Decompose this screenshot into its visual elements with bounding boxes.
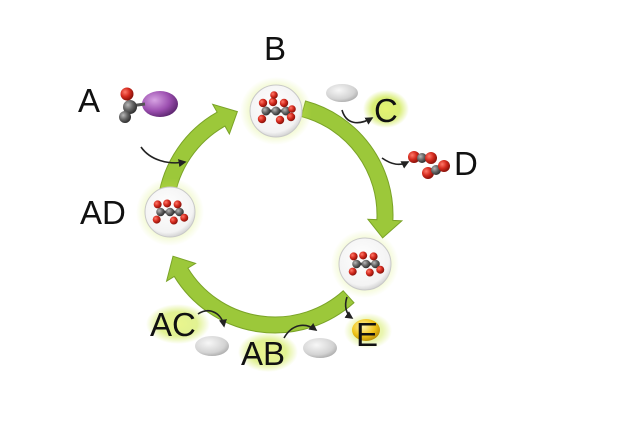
label-ac: AC bbox=[150, 306, 196, 343]
node-b-citrate bbox=[240, 77, 312, 145]
node-ad-oxaloacetate bbox=[136, 178, 204, 246]
ab-glow bbox=[238, 332, 298, 372]
input-arrow-ab bbox=[283, 323, 318, 339]
acetyl-coa-molecule-icon bbox=[119, 87, 178, 123]
ac-glow bbox=[146, 304, 210, 344]
carbon-dioxide-molecules-icon bbox=[408, 151, 450, 179]
enzyme-oval-icon bbox=[195, 336, 229, 356]
label-d: D bbox=[454, 145, 478, 182]
cycle-arrow-bottom bbox=[165, 255, 355, 334]
cycle-arrow-top-left bbox=[157, 103, 239, 202]
label-ad: AD bbox=[80, 194, 126, 231]
cycle-arrows bbox=[157, 100, 404, 334]
input-arrow-ac bbox=[197, 310, 227, 328]
output-arrow-e bbox=[344, 296, 354, 319]
enzyme-oval-icon bbox=[303, 338, 337, 358]
label-b: B bbox=[264, 30, 286, 67]
label-ab: AB bbox=[241, 335, 285, 372]
label-a: A bbox=[78, 82, 100, 119]
green-token-icon bbox=[363, 90, 409, 128]
yellow-token-icon bbox=[344, 313, 392, 349]
enzyme-oval-icon bbox=[326, 84, 358, 102]
node-bottom-right-molecule bbox=[331, 230, 399, 298]
label-c: C bbox=[374, 92, 398, 129]
output-arrow-d bbox=[381, 157, 410, 169]
output-arrow-c bbox=[341, 109, 374, 125]
citrate-molecule-icon bbox=[256, 91, 297, 126]
input-arrow-a bbox=[140, 146, 187, 168]
label-e: E bbox=[356, 316, 378, 353]
